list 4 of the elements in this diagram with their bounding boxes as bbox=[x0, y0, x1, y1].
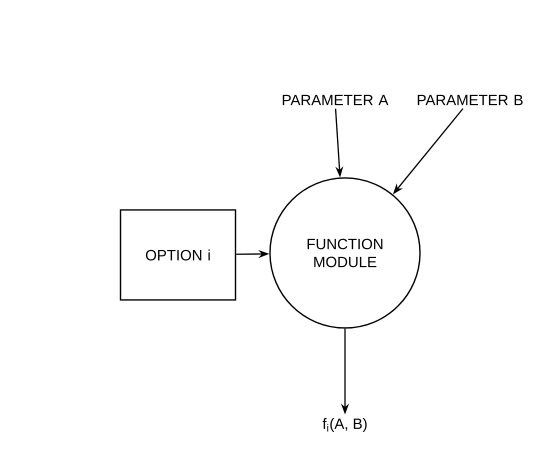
parameter-label: PARAMETER B bbox=[418, 94, 523, 106]
option-box: OPTION i bbox=[120, 209, 236, 301]
output-label: f$_{i}$(A, B) bbox=[322, 418, 367, 432]
parameter-label: PARAMETER A bbox=[282, 94, 388, 106]
